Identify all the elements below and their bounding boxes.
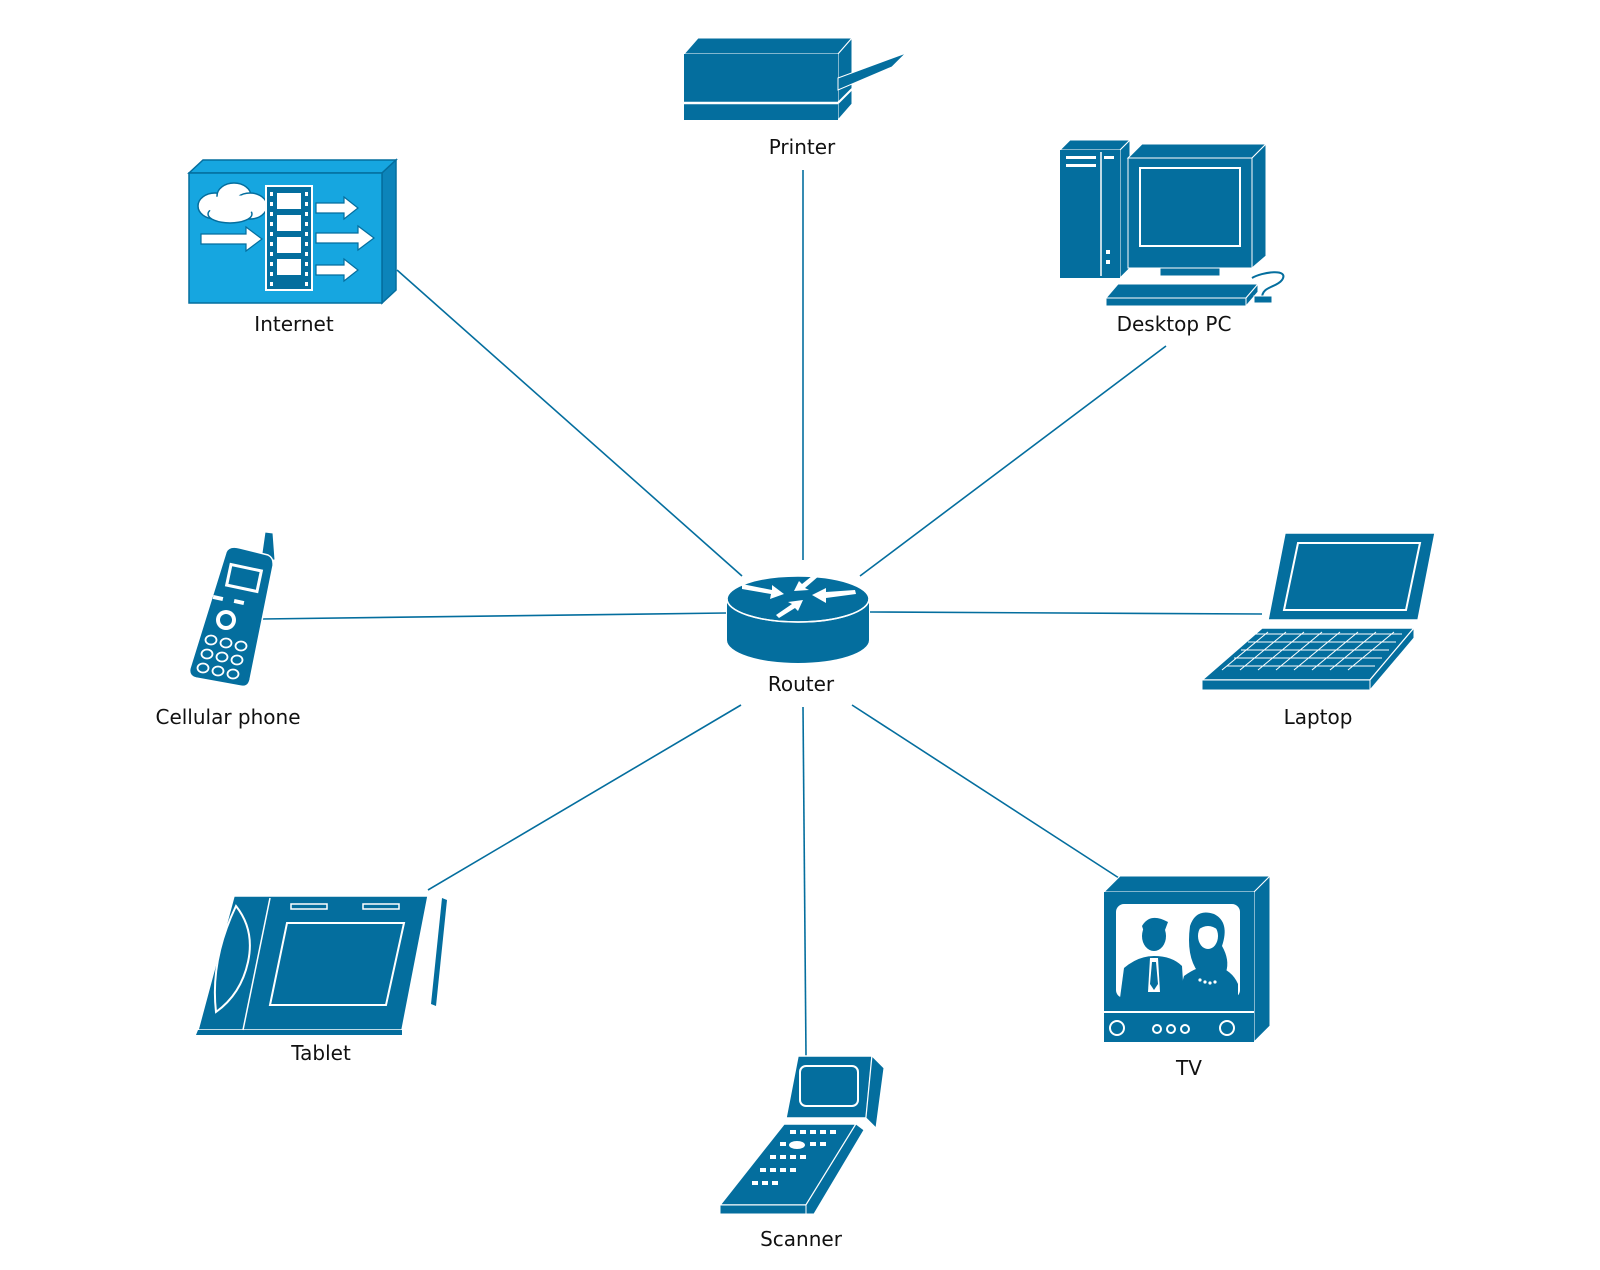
film-strip-icon <box>265 185 313 291</box>
printer-label: Printer <box>768 135 836 159</box>
cloud-icon <box>197 182 268 224</box>
desktop-pc-label: Desktop PC <box>1116 312 1232 336</box>
tv-icon[interactable] <box>1102 874 1272 1044</box>
cellular-phone-label: Cellular phone <box>155 705 301 729</box>
arrows-icon <box>200 195 375 283</box>
cellular-phone-icon[interactable] <box>188 531 276 688</box>
desktop-pc-icon[interactable] <box>1058 138 1285 308</box>
laptop-icon[interactable] <box>1199 532 1436 692</box>
connections <box>261 170 1263 1057</box>
laptop-label: Laptop <box>1283 705 1353 729</box>
link-router-tablet <box>427 704 742 891</box>
link-router-scanner <box>802 706 807 1057</box>
router-label: Router <box>767 672 835 696</box>
tv-label: TV <box>1176 1056 1202 1080</box>
internet-icon[interactable] <box>187 158 398 305</box>
scanner-icon[interactable] <box>718 1054 885 1215</box>
router-icon[interactable] <box>726 572 870 663</box>
internet-label: Internet <box>254 312 334 336</box>
printer-icon[interactable] <box>682 36 907 122</box>
link-router-internet <box>396 269 743 577</box>
tv-screen-people <box>1120 912 1238 998</box>
link-router-desktop <box>859 345 1167 577</box>
link-router-laptop <box>869 611 1263 615</box>
link-router-tv <box>851 704 1123 881</box>
tablet-label: Tablet <box>291 1041 351 1065</box>
link-router-phone <box>261 612 727 620</box>
scanner-label: Scanner <box>760 1227 842 1251</box>
tablet-icon[interactable] <box>196 895 447 1035</box>
